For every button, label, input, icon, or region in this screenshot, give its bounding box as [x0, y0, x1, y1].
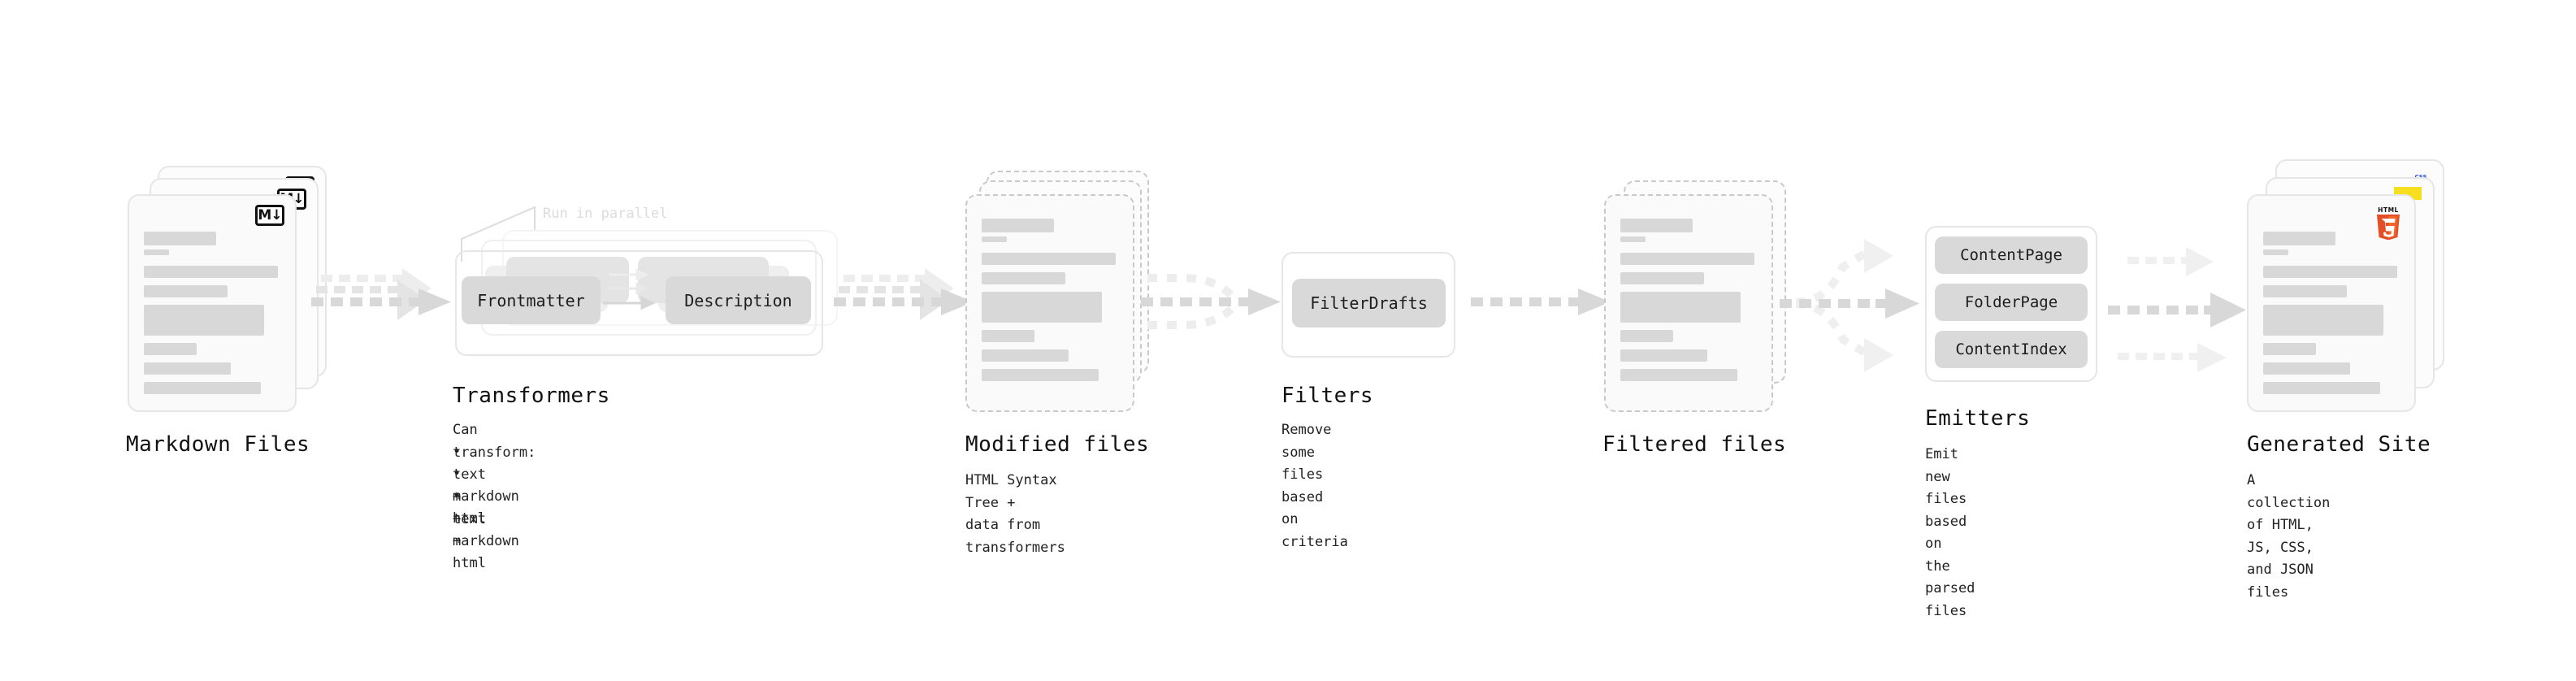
- emitters-box: [1925, 226, 2097, 382]
- transformers-description-heading: Can transform:: [453, 422, 536, 461]
- svg-text:HTML: HTML: [2378, 206, 2399, 214]
- emitters-chip-contentindex[interactable]: ContentIndex: [1935, 331, 2088, 368]
- html5-badge: HTML: [2374, 206, 2402, 241]
- site-file-card-front: HTML: [2247, 194, 2416, 412]
- connector-filters-to-filtered: [1471, 288, 1611, 315]
- connector-filtered-to-emitters: [1780, 239, 1919, 372]
- emitters-description: Emit new files based on the parsed files: [1925, 446, 1975, 619]
- modified-files-title: Modified files: [965, 432, 1150, 457]
- modified-file-card-front: [965, 194, 1134, 412]
- transformers-chip-frontmatter[interactable]: Frontmatter: [462, 276, 601, 324]
- filters-title: Filters: [1281, 384, 1374, 408]
- transformers-title: Transformers: [453, 384, 610, 408]
- filtered-placeholder-lines: [1620, 219, 1760, 388]
- connector-markdown-to-transformers: [311, 268, 451, 320]
- connector-emitters-to-site: [2108, 247, 2246, 372]
- modified-placeholder-lines: [982, 219, 1121, 388]
- transformers-description-item-2: • html → html: [453, 488, 486, 571]
- transformers-box-front: [455, 250, 823, 356]
- emitters-title: Emitters: [1925, 406, 2031, 431]
- filters-chip-filterdrafts[interactable]: FilterDrafts: [1292, 279, 1446, 327]
- transformers-inner-arrows: [603, 268, 656, 310]
- filtered-file-card-front: [1604, 194, 1773, 412]
- connector-modified-to-filters: [1141, 274, 1281, 329]
- modified-files-description: HTML Syntax Tree + data from transformer…: [965, 472, 1065, 556]
- transformers-chip-description[interactable]: Description: [666, 276, 811, 324]
- filters-box: [1281, 252, 1455, 358]
- markdown-files-title: Markdown Files: [126, 432, 310, 457]
- filtered-files-title: Filtered files: [1602, 432, 1787, 457]
- run-in-parallel-label: Run in parallel: [543, 206, 668, 222]
- site-placeholder-lines: [2263, 232, 2403, 401]
- connector-transformers-to-modified: [834, 268, 974, 320]
- transformers-description-item-0: • text → text: [453, 444, 486, 527]
- markdown-badge-front: M↓: [255, 205, 284, 226]
- emitters-chip-contentpage[interactable]: ContentPage: [1935, 236, 2088, 274]
- transformers-description-item-1: • markdown → markdown: [453, 466, 519, 549]
- emitters-chip-folderpage[interactable]: FolderPage: [1935, 284, 2088, 321]
- markdown-badge-label: M↓: [255, 205, 284, 226]
- generated-site-title: Generated Site: [2247, 432, 2431, 457]
- filters-description: Remove some files based on criteria: [1281, 422, 1348, 550]
- markdown-placeholder-lines: [144, 232, 284, 401]
- markdown-file-card-front: M↓: [128, 194, 297, 412]
- generated-site-description: A collection of HTML, JS, CSS, and JSON …: [2247, 472, 2331, 601]
